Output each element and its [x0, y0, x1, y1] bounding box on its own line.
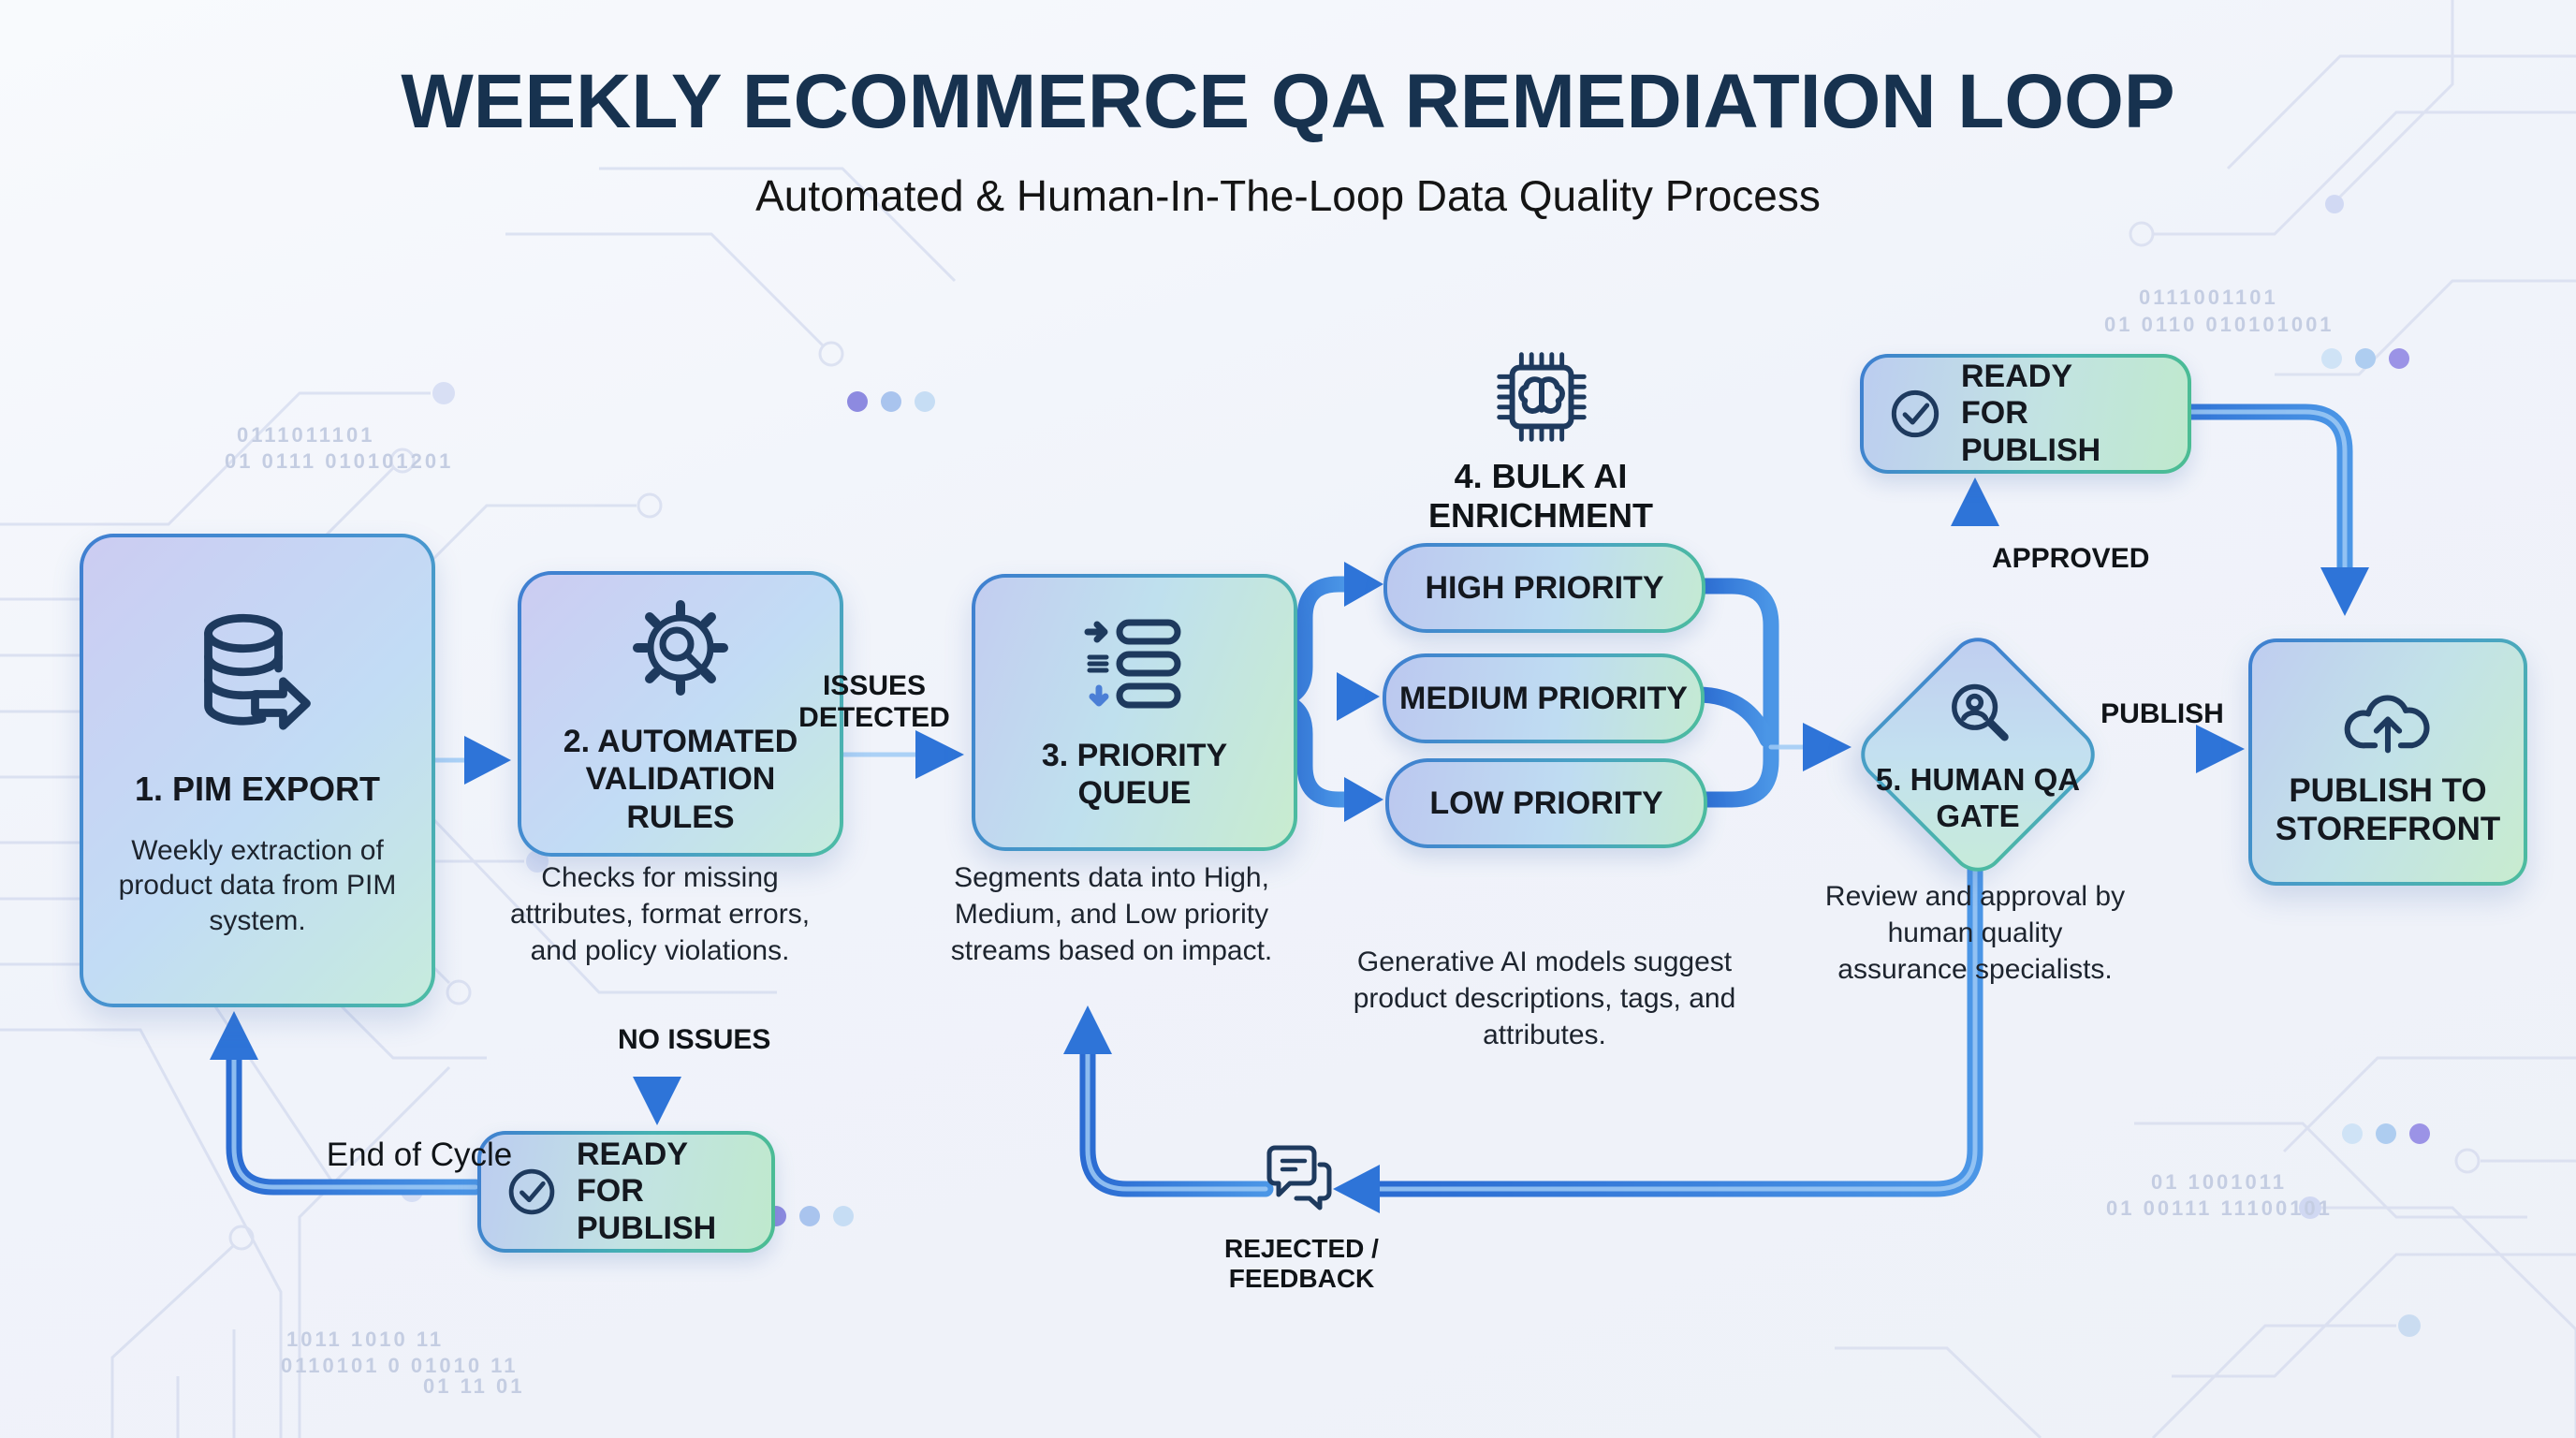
binary-text: 01 1001011: [2151, 1170, 2288, 1194]
pill-medium-priority: MEDIUM PRIORITY: [1383, 653, 1705, 743]
dot-cluster: [2342, 1123, 2430, 1144]
node-priority-queue: 3. PRIORITY QUEUE: [972, 574, 1297, 851]
gear-search-icon: [633, 600, 728, 697]
qa-gate-description: Review and approval by human quality ass…: [1824, 881, 2126, 985]
pill-label: MEDIUM PRIORITY: [1399, 680, 1688, 716]
pill-label: HIGH PRIORITY: [1425, 569, 1664, 606]
ready-label: READY FOR PUBLISH: [1961, 359, 2101, 468]
label-end-of-cycle: End of Cycle: [326, 1137, 513, 1173]
ready-for-publish-bottom: READY FOR PUBLISH: [477, 1131, 775, 1253]
label-rejected-feedback: REJECTED / FEEDBACK: [1224, 1234, 1379, 1293]
node-human-qa-gate: 5. HUMAN QA GATE: [1849, 625, 2107, 884]
cloud-upload-icon: [2344, 695, 2430, 754]
binary-text: 1011 1010 11: [286, 1328, 445, 1351]
priority-list-icon: [1084, 619, 1181, 709]
node-pim-export: 1. PIM EXPORT Weekly extraction of produ…: [80, 534, 435, 1007]
binary-text: 01 00111 11100101: [2106, 1196, 2333, 1220]
node-description: Weekly extraction of product data from P…: [118, 834, 397, 936]
dot-cluster: [766, 1206, 854, 1226]
priority-queue-description: Segments data into High, Medium, and Low…: [950, 862, 1273, 966]
dot-cluster: [2321, 348, 2409, 369]
label-publish: PUBLISH: [2100, 698, 2224, 729]
check-circle-icon: [1891, 389, 1939, 438]
binary-text: 01 0110 010101001: [2104, 313, 2334, 336]
ready-label: READY FOR PUBLISH: [577, 1137, 717, 1246]
label-issues-detected: ISSUES DETECTED: [798, 670, 950, 733]
pill-high-priority: HIGH PRIORITY: [1383, 543, 1705, 633]
page-subtitle: Automated & Human-In-The-Loop Data Quali…: [755, 171, 1821, 220]
ready-for-publish-top: READY FOR PUBLISH: [1860, 354, 2191, 474]
label-approved: APPROVED: [1992, 543, 2150, 574]
chip-brain-icon: [1497, 352, 1587, 442]
binary-text: 0111001101: [2139, 286, 2278, 309]
node-automated-validation: 2. AUTOMATED VALIDATION RULES: [518, 571, 843, 857]
validation-description: Checks for missing attributes, format er…: [509, 862, 811, 966]
node-title: 2. AUTOMATED VALIDATION RULES: [563, 724, 798, 835]
human-qa-gate-content: 5. HUMAN QA GATE: [1870, 674, 2086, 835]
bulk-ai-title: 4. BULK AI ENRICHMENT: [1428, 457, 1653, 535]
node-title: 1. PIM EXPORT: [134, 769, 381, 808]
node-title: 3. PRIORITY QUEUE: [1041, 737, 1228, 811]
dot-cluster: [847, 391, 935, 412]
binary-text: 0111011101: [237, 423, 375, 447]
pill-low-priority: LOW PRIORITY: [1385, 758, 1707, 848]
person-search-icon: [1952, 683, 2009, 741]
page-title: WEEKLY ECOMMERCE QA REMEDIATION LOOP: [401, 59, 2175, 144]
binary-text: 01 0111 010101201: [225, 449, 454, 473]
pill-label: LOW PRIORITY: [1429, 785, 1663, 821]
feedback-chat-icon: [1266, 1145, 1332, 1211]
check-circle-icon: [508, 1168, 555, 1215]
node-publish-storefront: PUBLISH TO STOREFRONT: [2248, 638, 2527, 886]
binary-text: 0110101 0 01010 11: [281, 1354, 519, 1377]
binary-text: 01 11 01: [423, 1374, 525, 1398]
database-export-icon: [204, 613, 311, 730]
node-title: 5. HUMAN QA GATE: [1875, 762, 2081, 833]
bulk-ai-description: Generative AI models suggest product des…: [1353, 946, 1736, 1050]
node-title: PUBLISH TO STOREFRONT: [2275, 771, 2501, 847]
label-no-issues: NO ISSUES: [618, 1024, 771, 1055]
